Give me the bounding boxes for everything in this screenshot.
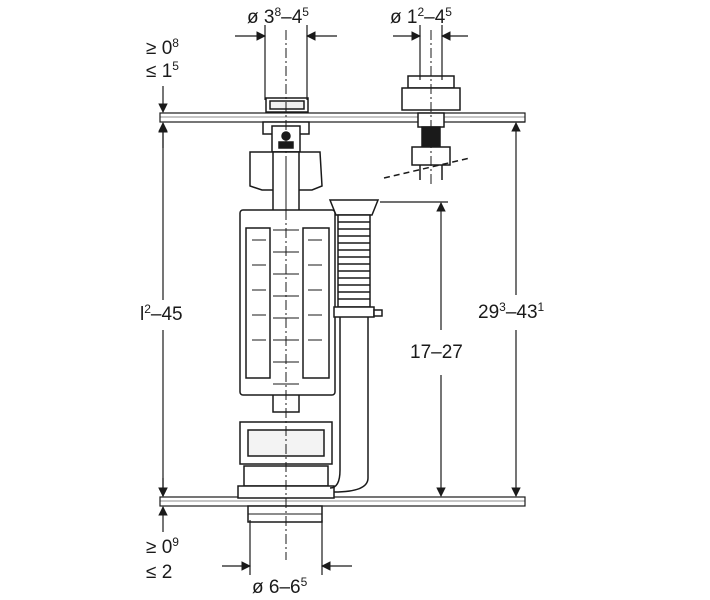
dimension-top-left-diameter [235, 25, 337, 100]
label-top-clearance-max: ≤ 15 [146, 59, 179, 82]
dimension-top-right-diameter [393, 25, 468, 80]
label-top-clearance-min: ≥ 08 [146, 36, 179, 59]
bottom-cistern-plate [159, 496, 526, 507]
label-middle-height: 17–27 [410, 342, 463, 363]
label-top-left-diameter: ø 38–45 [247, 5, 309, 28]
label-bottom-clearance-max: ≤ 2 [146, 562, 173, 583]
dimension-bottom-diameter [222, 520, 352, 575]
centerlines [285, 30, 432, 560]
label-bottom-diameter: ø 6–65 [252, 575, 308, 598]
actuator-connector [383, 75, 471, 180]
overflow-pipe [328, 199, 383, 493]
label-top-right-diameter: ø 12–45 [390, 5, 452, 28]
label-left-height: l2–45 [140, 302, 183, 325]
label-bottom-clearance-min: ≥ 09 [146, 535, 179, 558]
dimension-right-height [470, 121, 525, 497]
dimension-middle-height [380, 201, 448, 497]
top-cistern-plate [159, 112, 526, 123]
label-right-height: 293–431 [478, 300, 545, 323]
